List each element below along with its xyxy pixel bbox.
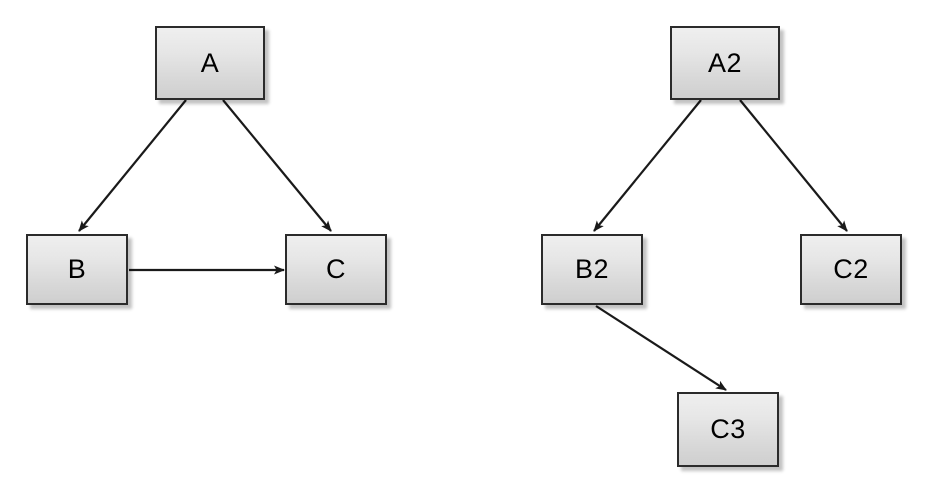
node-label-b2: B2 — [574, 254, 610, 284]
node-label-a2: A2 — [707, 47, 743, 78]
edges-group — [78, 99, 848, 391]
edge-b2-to-c3 — [595, 305, 727, 391]
edge-a2-to-c2 — [739, 99, 848, 232]
node-c2[interactable]: C2 — [800, 234, 902, 305]
node-label-c: C — [326, 254, 346, 284]
node-a2[interactable]: A2 — [670, 26, 780, 100]
edge-a2-to-b2 — [593, 99, 702, 232]
node-label-c2: C2 — [833, 254, 869, 284]
node-c3[interactable]: C3 — [677, 392, 779, 467]
edge-a-to-b — [78, 99, 187, 232]
node-b2[interactable]: B2 — [541, 234, 643, 305]
edge-a-to-c — [222, 99, 332, 232]
node-label-c3: C3 — [710, 414, 746, 444]
node-c[interactable]: C — [285, 234, 387, 305]
node-label-b: B — [67, 254, 87, 284]
node-a[interactable]: A — [155, 26, 265, 100]
node-label-a: A — [200, 47, 220, 78]
node-b[interactable]: B — [26, 234, 128, 305]
